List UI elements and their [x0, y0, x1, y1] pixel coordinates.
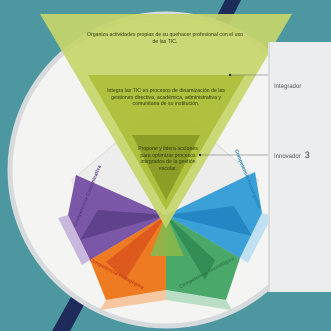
wedge-pedagogica-inner: [106, 215, 166, 280]
level-3-description: Propone y lidera acciones para optimizar…: [138, 146, 198, 172]
innovador-text: Innovador: [274, 154, 301, 160]
level-2-description: Integra las TIC en procesos de dinamizac…: [107, 88, 225, 107]
wedge-center: [150, 215, 184, 256]
band-green: [166, 290, 232, 310]
band-blue: [240, 213, 272, 263]
leader-dot-integrador: [228, 73, 232, 77]
innovador-number: 3: [304, 150, 310, 160]
band-purple: [58, 215, 90, 265]
wedge-tecnologica-inner: [166, 215, 215, 280]
band-orange: [100, 290, 166, 310]
side-panel: [268, 42, 331, 292]
integrador-text: Integrador: [274, 84, 302, 90]
wedge-comunicativa-inner: [80, 210, 166, 240]
funnel-level-3: [132, 135, 200, 200]
level-1-description: Organiza actividades propias de su queha…: [86, 32, 243, 45]
wedge-investigativa-inner: [166, 206, 252, 236]
label-integrador: Integrador: [274, 84, 301, 90]
leader-dot-innovador: [198, 153, 202, 157]
